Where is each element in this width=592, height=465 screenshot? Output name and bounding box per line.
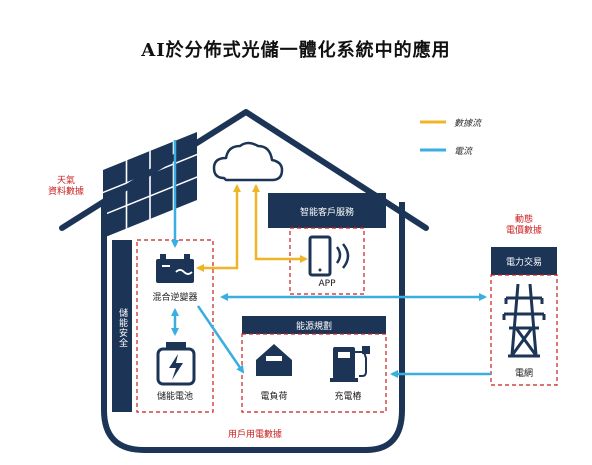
load-label: 電負荷 [260, 392, 288, 402]
cloud-icon [212, 141, 284, 182]
legend-current-label: 電流 [454, 147, 473, 157]
user-data-label: 用戶用電數據 [227, 430, 282, 440]
storage-safety-bar [112, 240, 132, 412]
solar-panel-icon [103, 132, 197, 238]
power-trade-title: 電力交易 [505, 258, 542, 268]
ev-charger-icon [330, 346, 370, 382]
smart-service-title: 智能客戶服務 [299, 208, 354, 218]
data-cloud-to-app [252, 184, 308, 263]
data-cloud-to-inverter [196, 184, 241, 272]
grid-label: 電網 [514, 369, 533, 379]
legend-data-flow-label: 數據流 [454, 119, 482, 129]
weather-data-label: 天氣 資料數據 [47, 176, 84, 197]
app-label: APP [318, 279, 336, 289]
home-load-icon [256, 344, 292, 376]
transmission-tower-icon [502, 283, 546, 358]
storage-safety-title: 儲能安全 [117, 308, 127, 348]
energy-plan-title: 能源規劃 [295, 322, 332, 332]
grid-dashed [490, 274, 558, 386]
charger-label: 充電樁 [334, 392, 362, 402]
phone-icon [308, 235, 350, 277]
inverter-icon [156, 254, 194, 283]
battery-label: 儲能電池 [156, 392, 193, 402]
page-title: AI於分佈式光儲一體化系統中的應用 [141, 40, 451, 61]
energy-plan-box [242, 316, 386, 334]
dynamic-price-label: 動態 電價數據 [505, 215, 542, 236]
battery-icon [156, 342, 196, 386]
house-outline [59, 109, 429, 453]
power-trade-box [491, 247, 557, 275]
inverter-label: 混合逆變器 [152, 293, 198, 303]
energy-plan-dashed [241, 333, 387, 413]
current-inverter-load [196, 305, 245, 374]
